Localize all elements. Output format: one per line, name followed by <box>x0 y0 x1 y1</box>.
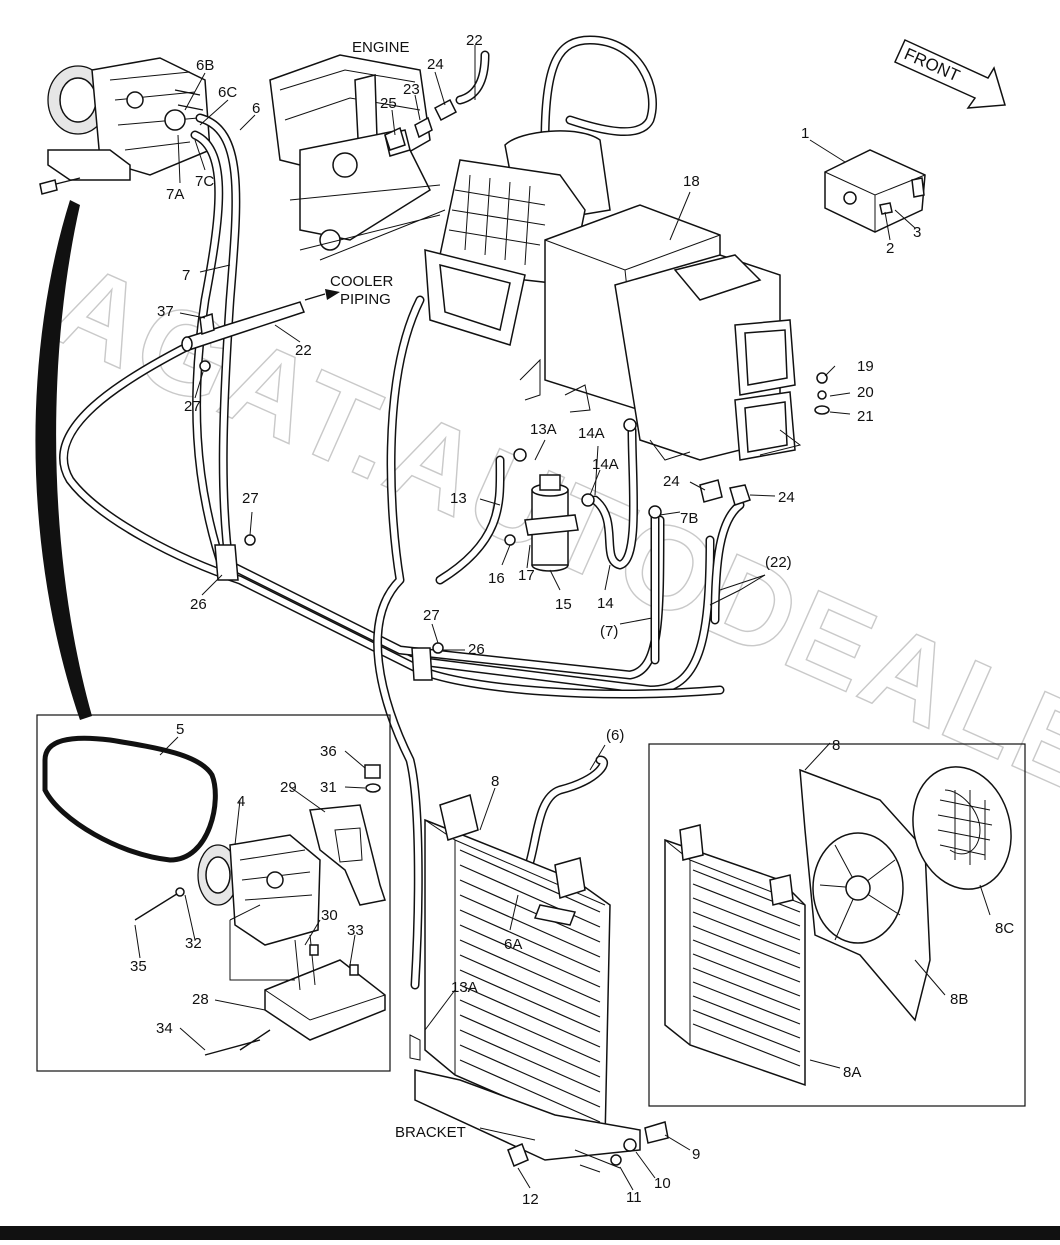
callout: 30 <box>321 907 338 924</box>
fan-guard-mesh <box>937 790 993 865</box>
callout: 36 <box>320 743 337 760</box>
callout: 3 <box>913 224 921 241</box>
callout: 21 <box>857 408 874 425</box>
engine <box>269 54 446 261</box>
callout: 13A <box>530 421 557 438</box>
cooler-piping-label-line1: COOLER <box>330 273 394 290</box>
callout: 14A <box>578 425 605 442</box>
callout: (22) <box>765 554 792 571</box>
condenser-fins <box>459 849 601 1123</box>
callout: 8C <box>995 920 1014 937</box>
callout: 13 <box>450 490 467 507</box>
callout: 6C <box>218 84 237 101</box>
callout: 19 <box>857 358 874 375</box>
callout: 37 <box>157 303 174 320</box>
callout: 8B <box>950 991 968 1008</box>
callout: 29 <box>280 779 297 796</box>
inset-fins <box>692 869 801 1067</box>
callout: 35 <box>130 958 147 975</box>
callout: 12 <box>522 1191 539 1208</box>
inset-right-parts <box>664 766 1012 1087</box>
callout: 5 <box>176 721 184 738</box>
callout: 7B <box>680 510 698 527</box>
callout: 14 <box>597 595 614 612</box>
callout: 4 <box>237 793 245 810</box>
callout: 9 <box>692 1146 700 1163</box>
leader-lines <box>134 45 991 1191</box>
callout: 22 <box>466 32 483 49</box>
callout: 8 <box>491 773 499 790</box>
callout: 24 <box>427 56 444 73</box>
callout: 34 <box>156 1020 173 1037</box>
front-arrow: FRONT <box>894 39 1006 109</box>
callout: 33 <box>347 922 364 939</box>
cooler-piping-label-line2: PIPING <box>340 291 391 308</box>
inset-right-frame <box>648 743 1026 1107</box>
compressor-top <box>39 57 211 195</box>
callout: 32 <box>185 935 202 952</box>
callout: 18 <box>683 173 700 190</box>
callout: 7 <box>182 267 190 284</box>
condenser <box>409 794 641 1161</box>
callout: 14A <box>592 456 619 473</box>
cooler-pipe <box>181 289 340 352</box>
callout: 27 <box>423 607 440 624</box>
callout: 7A <box>166 186 184 203</box>
receiver-drier <box>504 418 662 572</box>
callout: (6) <box>606 727 624 744</box>
callout: 20 <box>857 384 874 401</box>
clamps <box>199 312 444 681</box>
callout: 25 <box>380 95 397 112</box>
hoses <box>59 35 745 990</box>
callout: 11 <box>626 1189 642 1206</box>
callout: 7C <box>195 173 214 190</box>
hvac-unit <box>424 130 802 461</box>
fittings <box>384 98 830 506</box>
callout: 24 <box>663 473 680 490</box>
callout: 22 <box>295 342 312 359</box>
callout: (7) <box>600 623 618 640</box>
callout: 15 <box>555 596 572 613</box>
callouts: 22 24 23 25 6B 6C 6 7A 7C 1 2 3 18 7 37 … <box>130 32 1014 1208</box>
callout: 27 <box>184 398 201 415</box>
inset-left-frame <box>36 714 391 1072</box>
callout: 8A <box>843 1064 861 1081</box>
callout: 26 <box>190 596 207 613</box>
callout: 28 <box>192 991 209 1008</box>
callout: 24 <box>778 489 795 506</box>
callout: 6A <box>504 936 522 953</box>
callout: 2 <box>886 240 894 257</box>
callout: 26 <box>468 641 485 658</box>
vent-grille <box>448 174 546 266</box>
bracket-label: BRACKET <box>395 1124 466 1141</box>
engine-label: ENGINE <box>352 39 410 56</box>
black-arc <box>35 200 92 720</box>
callout: 6 <box>252 100 260 117</box>
callout: 6B <box>196 57 214 74</box>
bottom-border <box>0 1226 1060 1240</box>
callout: 13A <box>451 979 478 996</box>
callout: 16 <box>488 570 505 587</box>
bottom-hardware <box>507 1121 669 1173</box>
callout: 8 <box>832 737 840 754</box>
callout: 31 <box>320 779 337 796</box>
callout: 23 <box>403 81 420 98</box>
inset-left-parts <box>42 735 386 1056</box>
callout: 27 <box>242 490 259 507</box>
callout: 17 <box>518 567 535 584</box>
callout: 1 <box>801 125 809 142</box>
relay <box>824 149 926 233</box>
callout: 10 <box>654 1175 671 1192</box>
